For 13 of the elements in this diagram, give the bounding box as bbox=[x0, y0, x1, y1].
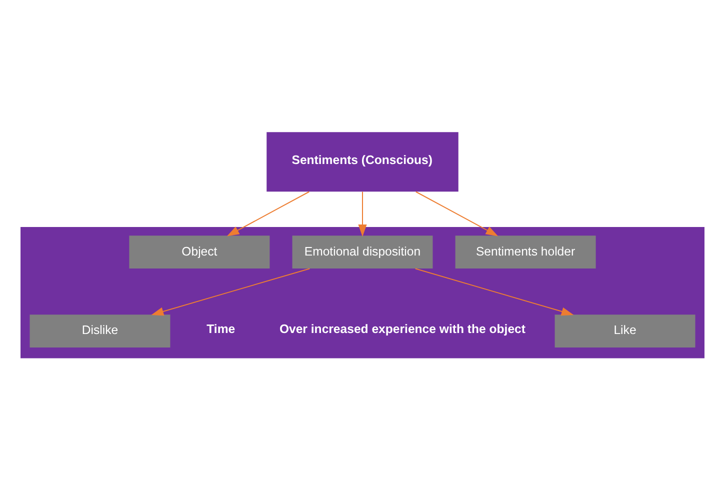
arrow bbox=[416, 190, 498, 236]
node-box: Sentiments holder bbox=[455, 235, 596, 268]
node-box: Dislike bbox=[30, 314, 170, 347]
node-box: Emotional disposition bbox=[292, 235, 433, 268]
node-box: Sentiments (Conscious) bbox=[266, 132, 458, 192]
label: Time bbox=[206, 322, 236, 336]
node-box: Object bbox=[129, 235, 270, 268]
arrow bbox=[415, 268, 574, 316]
arrow bbox=[151, 268, 310, 316]
node-box: Like bbox=[554, 314, 696, 347]
arrow bbox=[358, 191, 367, 236]
arrow bbox=[226, 190, 310, 236]
label: Over increased experience with the object bbox=[279, 322, 526, 336]
